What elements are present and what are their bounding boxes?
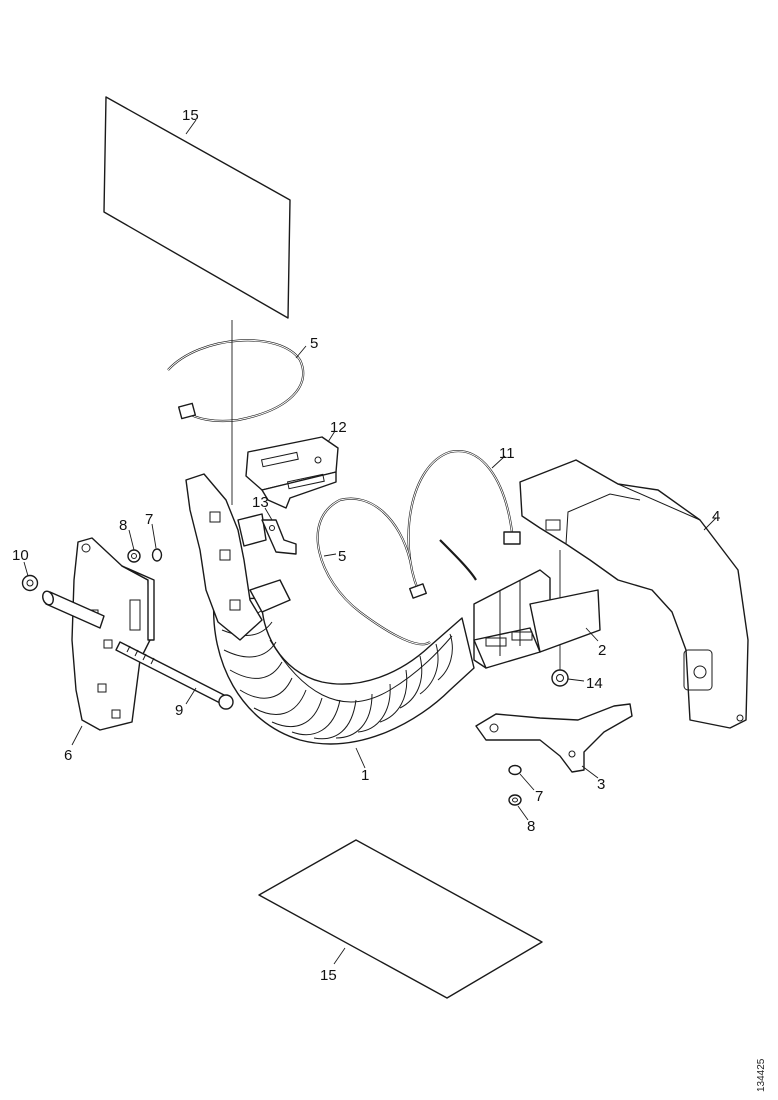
callout-1: 1 <box>361 767 369 784</box>
part-14-nut <box>551 669 569 687</box>
part-13-small-bracket <box>261 519 297 555</box>
callout-7-lower: 7 <box>535 788 543 805</box>
part-4-housing-cover <box>519 459 749 729</box>
callout-15-top: 15 <box>182 107 199 124</box>
part-9-bolt <box>115 641 234 710</box>
elbow-connector <box>185 473 291 641</box>
callout-12: 12 <box>330 419 347 436</box>
callout-13: 13 <box>252 494 269 511</box>
part-5-middle-clamp-band <box>316 497 431 646</box>
callout-8-lower: 8 <box>527 818 535 835</box>
callout-5-top: 5 <box>310 335 318 352</box>
part-5-top-clamp-band <box>167 320 305 505</box>
callout-15-bottom: 15 <box>320 967 337 984</box>
part-8-nut-lower <box>508 794 522 806</box>
part-15-top-sheet <box>103 96 291 319</box>
callout-6: 6 <box>64 747 72 764</box>
callout-3: 3 <box>597 776 605 793</box>
spacer-rod <box>42 590 105 629</box>
callout-4: 4 <box>712 508 720 525</box>
callout-10: 10 <box>12 547 29 564</box>
part-12-bracket <box>245 436 339 509</box>
part-11-clamp-band <box>407 450 521 599</box>
callout-11: 11 <box>499 445 515 462</box>
part-2-connector-assembly <box>473 569 601 669</box>
leader-lines <box>23 119 717 965</box>
part-10-nut <box>21 574 39 592</box>
part-7-washer-upper <box>151 548 163 562</box>
document-number: 134425 <box>756 1058 767 1092</box>
part-6-mounting-plate <box>71 537 155 731</box>
callout-7-upper: 7 <box>145 511 153 528</box>
part-3-bracket <box>475 703 633 773</box>
callout-14: 14 <box>586 675 603 692</box>
callout-8-upper: 8 <box>119 517 127 534</box>
part-15-bottom-sheet <box>258 839 543 999</box>
callout-9: 9 <box>175 702 183 719</box>
callout-labels: 15 5 12 11 4 13 5 8 7 10 2 14 9 6 1 3 7 … <box>12 107 720 984</box>
part-8-nut-upper <box>127 549 141 563</box>
callout-2: 2 <box>598 642 606 659</box>
part-7-washer-lower <box>508 764 522 776</box>
callout-5-middle: 5 <box>338 548 346 565</box>
